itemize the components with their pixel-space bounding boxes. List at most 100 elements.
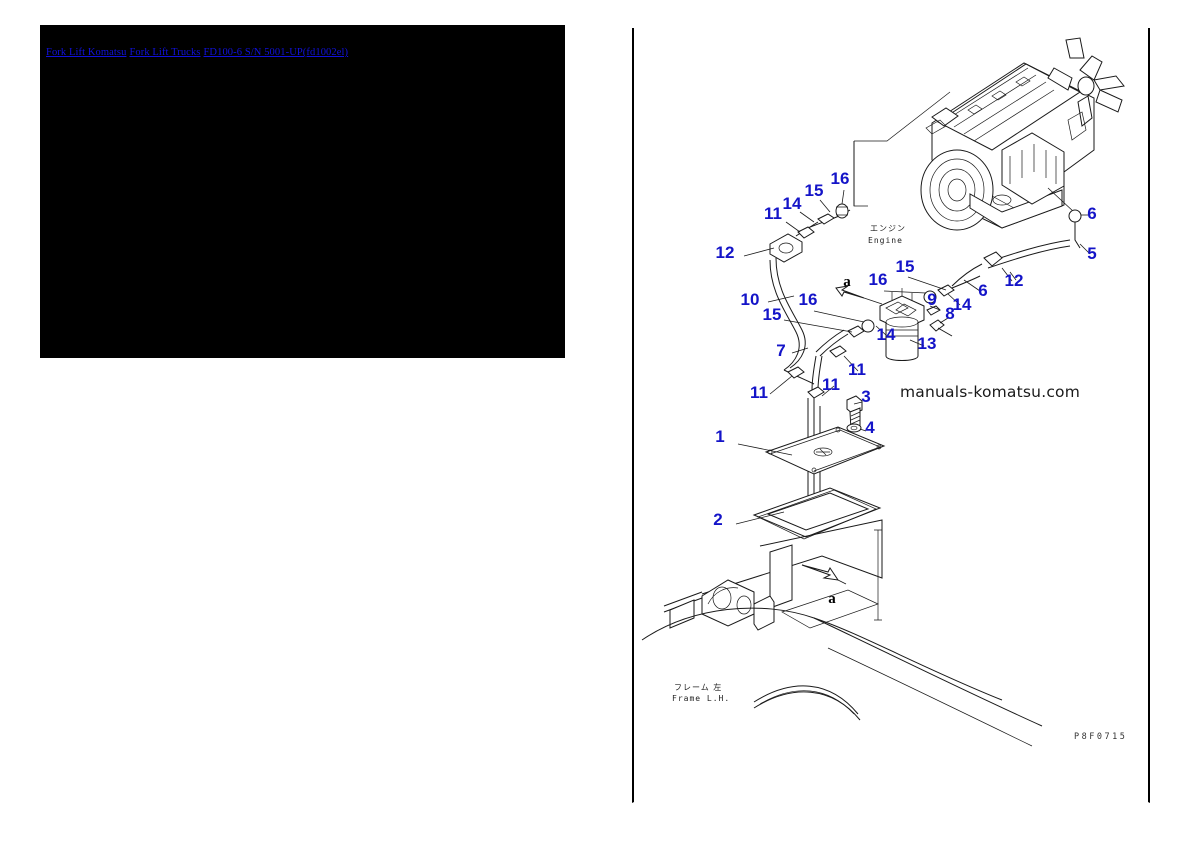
- callout-12-right[interactable]: 12: [1005, 271, 1024, 290]
- engine-leader-line: [854, 91, 951, 142]
- callout-16-filter[interactable]: 16: [869, 270, 888, 289]
- leader-7: [791, 347, 809, 354]
- leader-4: [859, 428, 867, 432]
- engine-leader-line-2: [853, 141, 868, 207]
- callout-15-upper[interactable]: 15: [805, 181, 824, 200]
- filter-head-detail-2: [895, 303, 917, 317]
- fender-arc-outer: [753, 685, 859, 715]
- leader-5: [1079, 243, 1091, 255]
- fitting-11-mid: [807, 386, 825, 399]
- callout-15-filter-right[interactable]: 15: [896, 257, 915, 276]
- callout-15-left[interactable]: 15: [763, 305, 782, 324]
- nut-15-filter-right: [937, 284, 955, 297]
- callout-16-left[interactable]: 16: [799, 290, 818, 309]
- callout-14-right[interactable]: 14: [953, 295, 972, 314]
- parts-diagram: エンジン Engine: [641, 37, 1125, 747]
- oil-pan-detail: [991, 195, 1015, 209]
- callout-5[interactable]: 5: [1087, 244, 1096, 263]
- callout-16-upper[interactable]: 16: [831, 169, 850, 188]
- frame-small-bracket: [753, 595, 775, 631]
- deck-surface: [701, 534, 883, 595]
- elbow-block-12: [769, 233, 803, 263]
- canister-top-rim: [885, 316, 919, 328]
- cover-plate-gasket-assembly: [752, 426, 886, 540]
- leader-14c: [947, 293, 961, 306]
- leader-12a: [743, 247, 775, 257]
- leader-14a: [799, 211, 815, 223]
- bolt-3-thread: [850, 411, 861, 425]
- engine-assembly: [853, 37, 1125, 231]
- deck-edge: [759, 519, 883, 547]
- filter-canister: [885, 322, 919, 361]
- leader-11c: [821, 385, 835, 397]
- callout-11-upper[interactable]: 11: [764, 204, 782, 223]
- fender-arc-mid: [759, 690, 855, 715]
- fan-blade-5: [1047, 67, 1073, 91]
- tube-5-right: [1074, 222, 1081, 249]
- callout-2[interactable]: 2: [713, 510, 722, 529]
- leader-16b: [813, 310, 865, 323]
- plate-bolt-hole-4: [811, 467, 817, 473]
- callout-14-filter[interactable]: 14: [877, 325, 896, 344]
- callout-7[interactable]: 7: [776, 341, 785, 360]
- leader-10: [767, 295, 795, 303]
- fan-blade-3: [1095, 89, 1123, 113]
- gasket-2-edge: [757, 489, 877, 540]
- elbow-12-port: [778, 242, 794, 254]
- callout-11-mid[interactable]: 11: [822, 375, 840, 394]
- bolt-8-shank: [937, 327, 953, 337]
- callout-9[interactable]: 9: [927, 290, 936, 309]
- breadcrumb-link-fork-lift-trucks[interactable]: Fork Lift Trucks: [129, 47, 201, 58]
- breadcrumb-link-model[interactable]: FD100-6 S/N 5001-UP(fd1002el): [203, 47, 349, 58]
- watermark-text: manuals-komatsu.com: [900, 383, 1080, 401]
- engine-injector-1: [967, 104, 983, 115]
- callout-12-left[interactable]: 12: [716, 243, 735, 262]
- callout-10[interactable]: 10: [741, 290, 760, 309]
- fuel-filter-assembly: [815, 275, 981, 361]
- fitting-16-upper: [835, 203, 849, 219]
- hose-continue-left: [951, 263, 983, 287]
- leader-12b: [1001, 267, 1013, 282]
- plate-1-hole-mark: [816, 448, 830, 456]
- callout-8[interactable]: 8: [945, 304, 954, 323]
- fan-blade-1: [1079, 55, 1103, 81]
- engine-side-manifold: [1001, 132, 1065, 205]
- leader-3: [853, 401, 863, 405]
- frame-rail-end: [669, 599, 695, 629]
- hose-filter-left-out-inner: [815, 329, 845, 353]
- engine-accessory-rear: [931, 107, 959, 127]
- section-letter-a-upper: a: [843, 274, 851, 290]
- fan-blade-2: [1093, 75, 1125, 91]
- engine-label-en: Engine: [868, 236, 903, 245]
- cover-plate-1: [764, 426, 886, 475]
- washer-4: [846, 423, 862, 433]
- fitting-11-lower-left: [787, 366, 805, 379]
- callout-4[interactable]: 4: [865, 418, 875, 437]
- plate-1-center-hole: [813, 447, 833, 457]
- right-fuel-line-assembly: [951, 187, 1082, 287]
- leader-9: [929, 305, 941, 311]
- frame-structure: [641, 519, 1043, 747]
- engine-cover-detail-2: [953, 74, 1037, 128]
- leader-6b: [963, 279, 981, 292]
- callout-14-upper[interactable]: 14: [783, 194, 802, 213]
- leader-13: [909, 339, 925, 347]
- parts-diagram-panel: エンジン Engine: [632, 28, 1150, 803]
- fitting-16-filter-right: [923, 290, 937, 304]
- leader-2: [735, 511, 785, 525]
- leader-8: [939, 317, 949, 324]
- callout-1[interactable]: 1: [715, 427, 724, 446]
- breadcrumb-link-fork-lift-komatsu[interactable]: Fork Lift Komatsu: [46, 47, 127, 58]
- callout-3[interactable]: 3: [861, 387, 870, 406]
- section-arrow-a-lower: [801, 564, 840, 581]
- hose-10-long-inner: [769, 259, 800, 371]
- callout-11-lower-left[interactable]: 11: [750, 383, 768, 402]
- oil-pan-plug: [992, 194, 1012, 206]
- engine-injector-2: [991, 90, 1007, 101]
- callout-6-right[interactable]: 6: [1087, 204, 1096, 223]
- callout-13[interactable]: 13: [918, 334, 937, 353]
- canister-bands: [886, 329, 918, 337]
- callout-6-filter[interactable]: 6: [978, 281, 987, 300]
- callout-11-upper-right[interactable]: 11: [848, 360, 866, 379]
- upper-fuel-line-assembly: [769, 141, 855, 371]
